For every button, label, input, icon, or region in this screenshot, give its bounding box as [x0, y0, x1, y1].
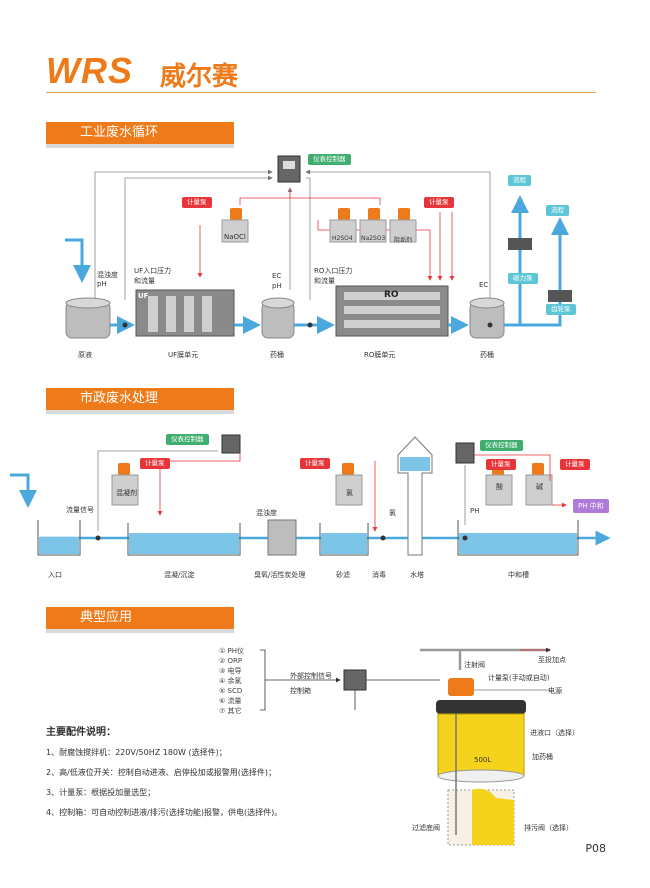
flow-label-2: 流程	[546, 205, 569, 216]
section-header-industrial: 工业废水循环	[46, 122, 234, 148]
pump-label-1: 计量泵	[182, 197, 212, 208]
na2so3-label: Na2SO3	[361, 235, 386, 242]
application-diagram	[260, 647, 551, 846]
disinfect-label: 消毒	[372, 571, 386, 579]
neutral-tank-label: 中和槽	[508, 571, 529, 579]
tank-label-app: 加药桶	[532, 753, 553, 761]
ro-unit-label: RO膜单元	[364, 351, 396, 359]
uf-flow-label: 和流量	[134, 277, 155, 285]
inlet-label-app: 进液口（选择）	[530, 729, 579, 737]
uf-tag: UF	[138, 292, 149, 300]
alkali-label: 碱	[536, 483, 543, 491]
raw-label: 原液	[78, 351, 92, 359]
ext-signal-label: 外部控制信号	[290, 672, 332, 680]
turbidity-label: 混浊度	[97, 271, 118, 279]
flow-label-1: 流程	[508, 175, 531, 186]
sand-label: 砂滤	[336, 571, 350, 579]
power-label: 电源	[548, 687, 562, 695]
pump-label-m4: 计量泵	[560, 459, 590, 470]
brand-logo: WRS	[46, 50, 133, 91]
chlorine-label: 氯	[346, 489, 353, 497]
ec-label-1: EC	[272, 272, 282, 280]
industrial-diagram	[65, 155, 572, 339]
gear-pump-label: 齿轮泵	[546, 304, 576, 315]
filter-label: 过滤底阀	[412, 824, 440, 832]
volume-label: 500L	[474, 756, 492, 764]
scale-label: 阻垢剂	[394, 237, 413, 244]
ro-tag: RO	[384, 290, 399, 300]
naocl-label: NaOCl	[224, 233, 246, 241]
ctrl-box-label: 控制箱	[290, 687, 311, 695]
flow-signal-label: 流量信号	[66, 506, 94, 514]
inlet-label: 入口	[48, 571, 62, 579]
municipal-diagram	[10, 434, 611, 556]
pump-label-app: 计量泵(手动或自动)	[488, 674, 550, 682]
uf-unit-label: UF膜单元	[168, 351, 199, 359]
h2so4-label: H2SO4	[332, 235, 353, 242]
ph-label: pH	[97, 280, 107, 288]
pump-label-2: 计量泵	[424, 197, 454, 208]
ozone-label: 臭氧/活性炭处理	[254, 571, 306, 579]
ro-unit-icon	[335, 285, 449, 337]
inject-label: 注射阀	[464, 661, 485, 669]
section-header-municipal: 市政废水处理	[46, 388, 234, 414]
pump-label-m2: 计量泵	[300, 458, 330, 469]
cl-label: 氯	[389, 509, 396, 517]
acid-label: 酸	[496, 483, 503, 491]
ph-label-2: pH	[272, 282, 282, 290]
ph-neutral-label: PH 中和	[573, 499, 609, 513]
tank-icon	[65, 297, 111, 339]
pump-icon	[221, 208, 249, 243]
notes-block: 主要配件说明： 1、耐腐蚀搅拌机：220V/50HZ 180W (选择件)； 2…	[46, 727, 283, 817]
ec-label-2: EC	[479, 281, 489, 289]
coag-settle-label: 混凝/沉淀	[164, 571, 195, 579]
tank-label-1: 药桶	[270, 351, 284, 359]
controller-label: 仪表控制器	[308, 154, 351, 165]
brand-name: 威尔赛	[160, 62, 239, 92]
tower-label: 水塔	[410, 571, 424, 579]
section-header-application: 典型应用	[46, 607, 234, 633]
tank-label-2: 药桶	[480, 351, 494, 359]
ro-in-label: RO入口压力	[314, 267, 353, 275]
ro-flow-label: 和流量	[314, 277, 335, 285]
uf-unit-icon	[135, 289, 235, 337]
coag-label: 混凝剂	[116, 489, 137, 497]
header-divider	[46, 92, 596, 93]
controller-label-m2: 仪表控制器	[480, 440, 523, 451]
pump-label-m1: 计量泵	[140, 458, 170, 469]
mag-pump-label: 磁力泵	[508, 273, 538, 284]
page-number: P08	[585, 842, 606, 855]
ph-label-m: PH	[470, 507, 480, 515]
to-point-label: 至投加点	[538, 656, 566, 664]
drain-label: 排污阀（选择）	[524, 824, 573, 832]
controller-label-m1: 仪表控制器	[166, 434, 209, 445]
uf-in-label: UF入口压力	[134, 267, 172, 275]
pump-label-m3: 计量泵	[486, 459, 516, 470]
turbidity-label-m: 混浊度	[256, 509, 277, 517]
